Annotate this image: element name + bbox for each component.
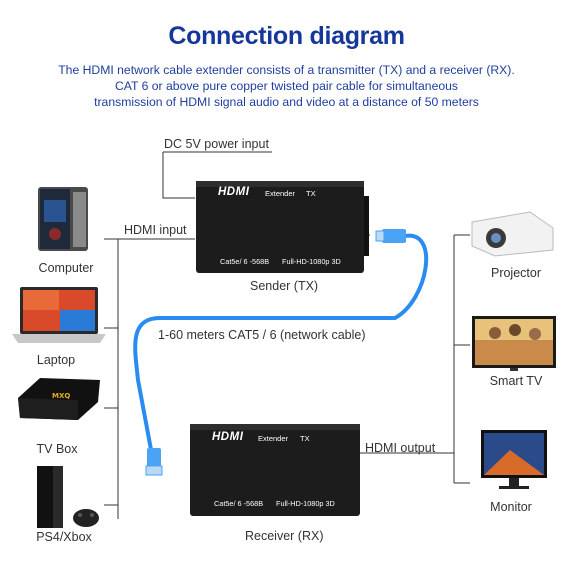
- source-label-console: PS4/Xbox: [36, 530, 92, 544]
- sender-word: Extender: [265, 189, 296, 198]
- subtitle-line-3: transmission of HDMI signal audio and vi…: [94, 95, 479, 109]
- receiver-device: [190, 424, 360, 516]
- smart-tv-icon: [472, 316, 556, 371]
- monitor-icon: [481, 430, 547, 489]
- dc-power-label: DC 5V power input: [164, 137, 269, 151]
- source-label-laptop: Laptop: [36, 353, 76, 367]
- output-label-monitor: Monitor: [490, 500, 532, 514]
- sender-mode: TX: [306, 189, 316, 198]
- output-label-smart-tv: Smart TV: [489, 374, 543, 388]
- subtitle-line-1: The HDMI network cable extender consists…: [58, 63, 515, 77]
- sender-device: [196, 181, 369, 273]
- sender-brand: HDMI: [218, 186, 250, 198]
- sender-label: Sender (TX): [250, 279, 319, 293]
- receiver-label: Receiver (RX): [245, 529, 324, 543]
- diagram-subtitle: The HDMI network cable extender consists…: [20, 62, 553, 110]
- laptop-icon: [12, 287, 106, 343]
- receiver-brand: HDMI: [212, 431, 244, 443]
- receiver-spec-2: Full-HD-1080p 3D: [276, 499, 335, 508]
- computer-tower-icon: [38, 187, 88, 251]
- network-cable: [133, 233, 429, 457]
- projector-icon: [471, 211, 554, 257]
- game-console-icon: [37, 466, 99, 528]
- sender-spec-2: Full-HD-1080p 3D: [282, 257, 341, 266]
- dc-power-drop: [162, 152, 195, 199]
- output-label-projector: Projector: [490, 266, 542, 280]
- source-label-tv-box: TV Box: [36, 442, 78, 456]
- rj45-connector-rx: [145, 448, 163, 476]
- tv-box-icon: MXQ: [18, 378, 100, 420]
- rj45-connector-tx: [375, 229, 406, 243]
- receiver-mode: TX: [300, 434, 310, 443]
- diagram-title: Connection diagram: [168, 22, 405, 50]
- hdmi-output-label: HDMI output: [365, 441, 436, 455]
- receiver-spec-1: Cat5e/ 6 -568B: [214, 499, 264, 508]
- hdmi-input-label: HDMI input: [124, 223, 187, 237]
- cable-label: 1-60 meters CAT5 / 6 (network cable): [158, 328, 366, 342]
- connection-lines: [104, 151, 470, 519]
- receiver-word: Extender: [258, 434, 289, 443]
- svg-text:MXQ: MXQ: [52, 392, 70, 400]
- sender-spec-1: Cat5e/ 6 -568B: [220, 257, 270, 266]
- subtitle-line-2: CAT 6 or above pure copper twisted pair …: [114, 79, 458, 93]
- source-label-computer: Computer: [38, 261, 94, 275]
